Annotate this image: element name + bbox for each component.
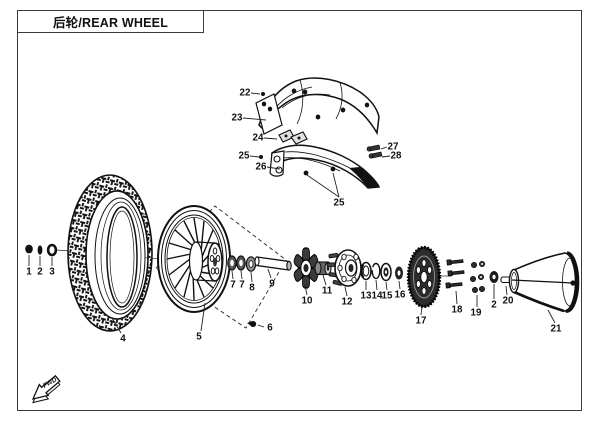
callout-leader-line [250,271,253,283]
callout-label: 9 [269,279,275,290]
part-16-spacer [395,266,403,280]
callout-label: 25 [239,151,250,162]
part-21-cone [508,251,580,313]
part-12-hub [326,249,362,287]
part-25-26-lower-fender [259,144,381,189]
callout-label: 27 [388,142,399,153]
callout-label: 2 [37,267,43,278]
page-title: 后轮/REAR WHEEL [52,16,169,30]
diagram-title-box: 后轮/REAR WHEEL [17,10,204,33]
callout-label: 10 [302,296,313,307]
callout-label: 7 [230,280,236,291]
fwd-arrow: FWD [31,374,61,404]
callout-label: 25 [334,198,345,209]
part-13-bearing [360,261,372,281]
callout-label: 3 [49,267,55,278]
callout-label: 13 [361,291,372,302]
callout-leader-line [263,137,278,140]
part-17-sprocket [406,245,442,309]
callout-label: 15 [382,291,393,302]
part-2-washer [37,245,43,255]
callout-label: 16 [395,290,406,301]
callout-label: 24 [253,133,264,144]
part-4-tire [67,174,153,332]
part-7-washer-b [236,255,246,271]
callout-leader-line [200,302,206,332]
callout-label: 6 [267,323,273,334]
callout-label: 20 [503,296,514,307]
callout-leader-line [344,286,348,297]
callout-leader-line [231,270,234,280]
callout-leader-line [380,146,388,150]
callout-label: 2 [491,300,497,311]
callout-leader-line [306,174,340,198]
part-9-axle [254,256,292,271]
callout-label: 23 [232,113,243,124]
callout-leader-line [111,317,122,334]
callout-leader-line [242,117,267,121]
callout-label: 28 [391,151,402,162]
part-27-28-bolts [366,144,383,159]
callout-label: 21 [551,324,562,335]
callout-label: 19 [471,308,482,319]
callout-leader-line [375,279,378,291]
diagram-border [17,10,582,411]
part-24-bracket [278,129,308,145]
callout-label: 18 [452,305,463,316]
callout-leader-line [455,290,458,305]
callout-leader-line [381,155,391,158]
callout-label: 5 [196,332,202,343]
callout-label: 11 [322,286,333,297]
callout-leader-line [240,270,243,280]
callout-label: 22 [240,88,251,99]
callout-label: 8 [249,283,255,294]
part-2-axle-nut [489,271,499,283]
callout-leader-line [249,155,260,158]
callout-leader-line [266,166,281,170]
part-11-bushing [314,261,332,276]
callout-leader-line [420,306,423,316]
part-18-bolts [445,259,465,289]
callout-leader-line [257,324,265,328]
callout-leader-line [304,284,308,296]
callout-leader-line [332,172,340,198]
part-6-bolt [247,321,257,327]
callout-leader-line [505,285,508,296]
part-8-nut [245,256,257,272]
part-1-cap-nut [25,244,33,254]
callout-label: 17 [416,316,427,327]
callout-leader-line [267,268,272,279]
callout-label: 7 [239,280,245,291]
callout-leader-line [385,281,388,291]
callout-label: 1 [26,267,32,278]
part-7-washer-a [227,255,237,271]
callout-label: 4 [120,334,126,345]
part-22-23-upper-fender [255,77,380,136]
part-15-bearing [380,262,392,282]
callout-label: 14 [372,291,383,302]
callout-leader-line [322,274,327,286]
part-3-ring [46,243,58,257]
callout-label: 12 [342,297,353,308]
part-14-circlip [371,262,381,280]
callout-leader-line [250,92,261,95]
callout-leader-line [547,309,556,324]
part-19-nuts [469,260,485,293]
part-5-rim [157,205,231,313]
callout-label: 26 [256,162,267,173]
callout-leader-line [398,280,401,290]
